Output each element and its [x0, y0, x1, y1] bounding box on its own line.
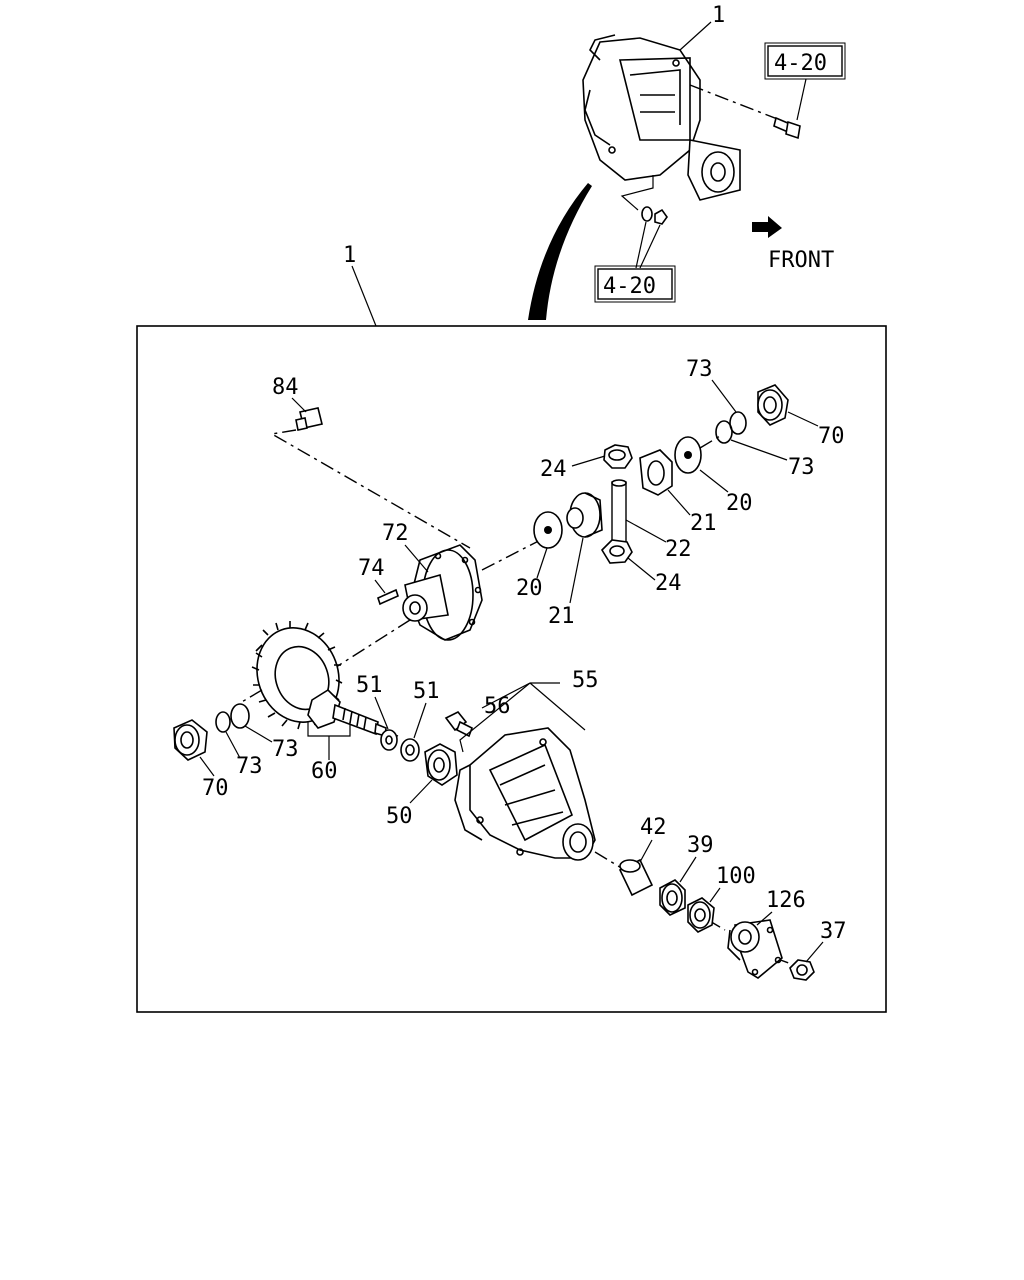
label-73a: 73 [686, 357, 713, 382]
ref-nut-text: 4-20 [603, 274, 656, 299]
label-70a: 70 [818, 424, 845, 449]
washer-20-left-icon [533, 511, 563, 549]
label-22: 22 [665, 537, 692, 562]
spacer-42-icon [618, 858, 654, 897]
label-70b: 70 [202, 776, 229, 801]
label-21a: 21 [690, 511, 717, 536]
nut-37-icon [789, 959, 815, 981]
top-carrier-assembly [582, 34, 741, 201]
front-label: FRONT [768, 248, 834, 273]
label-73d: 73 [236, 754, 263, 779]
bolt-84-icon [295, 407, 323, 431]
label-20a: 20 [726, 491, 753, 516]
label-box-assembly: 1 [343, 243, 356, 268]
label-50: 50 [386, 804, 413, 829]
diff-case-72-icon [402, 544, 483, 641]
ref-bolt-text: 4-20 [774, 51, 827, 76]
detail-frame [136, 325, 887, 1013]
washer-20-right-icon [674, 436, 702, 474]
nut-icon [641, 206, 668, 225]
pin-74-icon [377, 588, 399, 606]
label-72: 72 [382, 521, 409, 546]
label-37: 37 [820, 919, 847, 944]
side-gear-21-left-icon [566, 492, 603, 538]
label-74: 74 [358, 556, 385, 581]
flange-126-icon [727, 919, 783, 979]
bolt-icon [773, 116, 801, 140]
label-56: 56 [484, 694, 511, 719]
shim-73-right-icon [715, 411, 747, 444]
shaft-22-icon [611, 479, 627, 543]
label-55: 55 [572, 668, 599, 693]
pinion-gear-24-upper-icon [603, 444, 633, 469]
front-arrow-icon [752, 216, 782, 238]
label-24b: 24 [655, 571, 682, 596]
label-top-assembly: 1 [712, 3, 725, 28]
ref-box-bolt[interactable]: 4-20 [764, 42, 846, 80]
bearing-39-icon [659, 879, 686, 916]
carrier-housing-55-icon [454, 727, 596, 861]
bolt-56-icon [444, 710, 474, 738]
label-42: 42 [640, 815, 667, 840]
pinion-shaft-60-icon [307, 688, 387, 738]
label-84: 84 [272, 375, 299, 400]
shim-73-left-icon [215, 703, 250, 733]
label-39: 39 [687, 833, 714, 858]
label-73b: 73 [788, 455, 815, 480]
curved-arrow [528, 183, 592, 320]
label-126: 126 [766, 888, 806, 913]
ref-box-nut[interactable]: 4-20 [594, 265, 676, 303]
label-51a: 51 [356, 673, 383, 698]
label-51b: 51 [413, 679, 440, 704]
label-60: 60 [311, 759, 338, 784]
label-20b: 20 [516, 576, 543, 601]
side-gear-21-right-icon [639, 449, 673, 496]
label-73c: 73 [272, 737, 299, 762]
bearing-70-right-icon [757, 384, 789, 426]
shim-51-left-icon [380, 729, 398, 751]
pinion-gear-24-lower-icon [600, 539, 633, 564]
shim-51-right-icon [400, 738, 420, 762]
bearing-50-icon [424, 743, 458, 786]
oil-seal-100-icon [687, 897, 715, 933]
bearing-70-left-icon [173, 719, 208, 761]
label-21b: 21 [548, 604, 575, 629]
label-24a: 24 [540, 457, 567, 482]
label-100: 100 [716, 864, 756, 889]
